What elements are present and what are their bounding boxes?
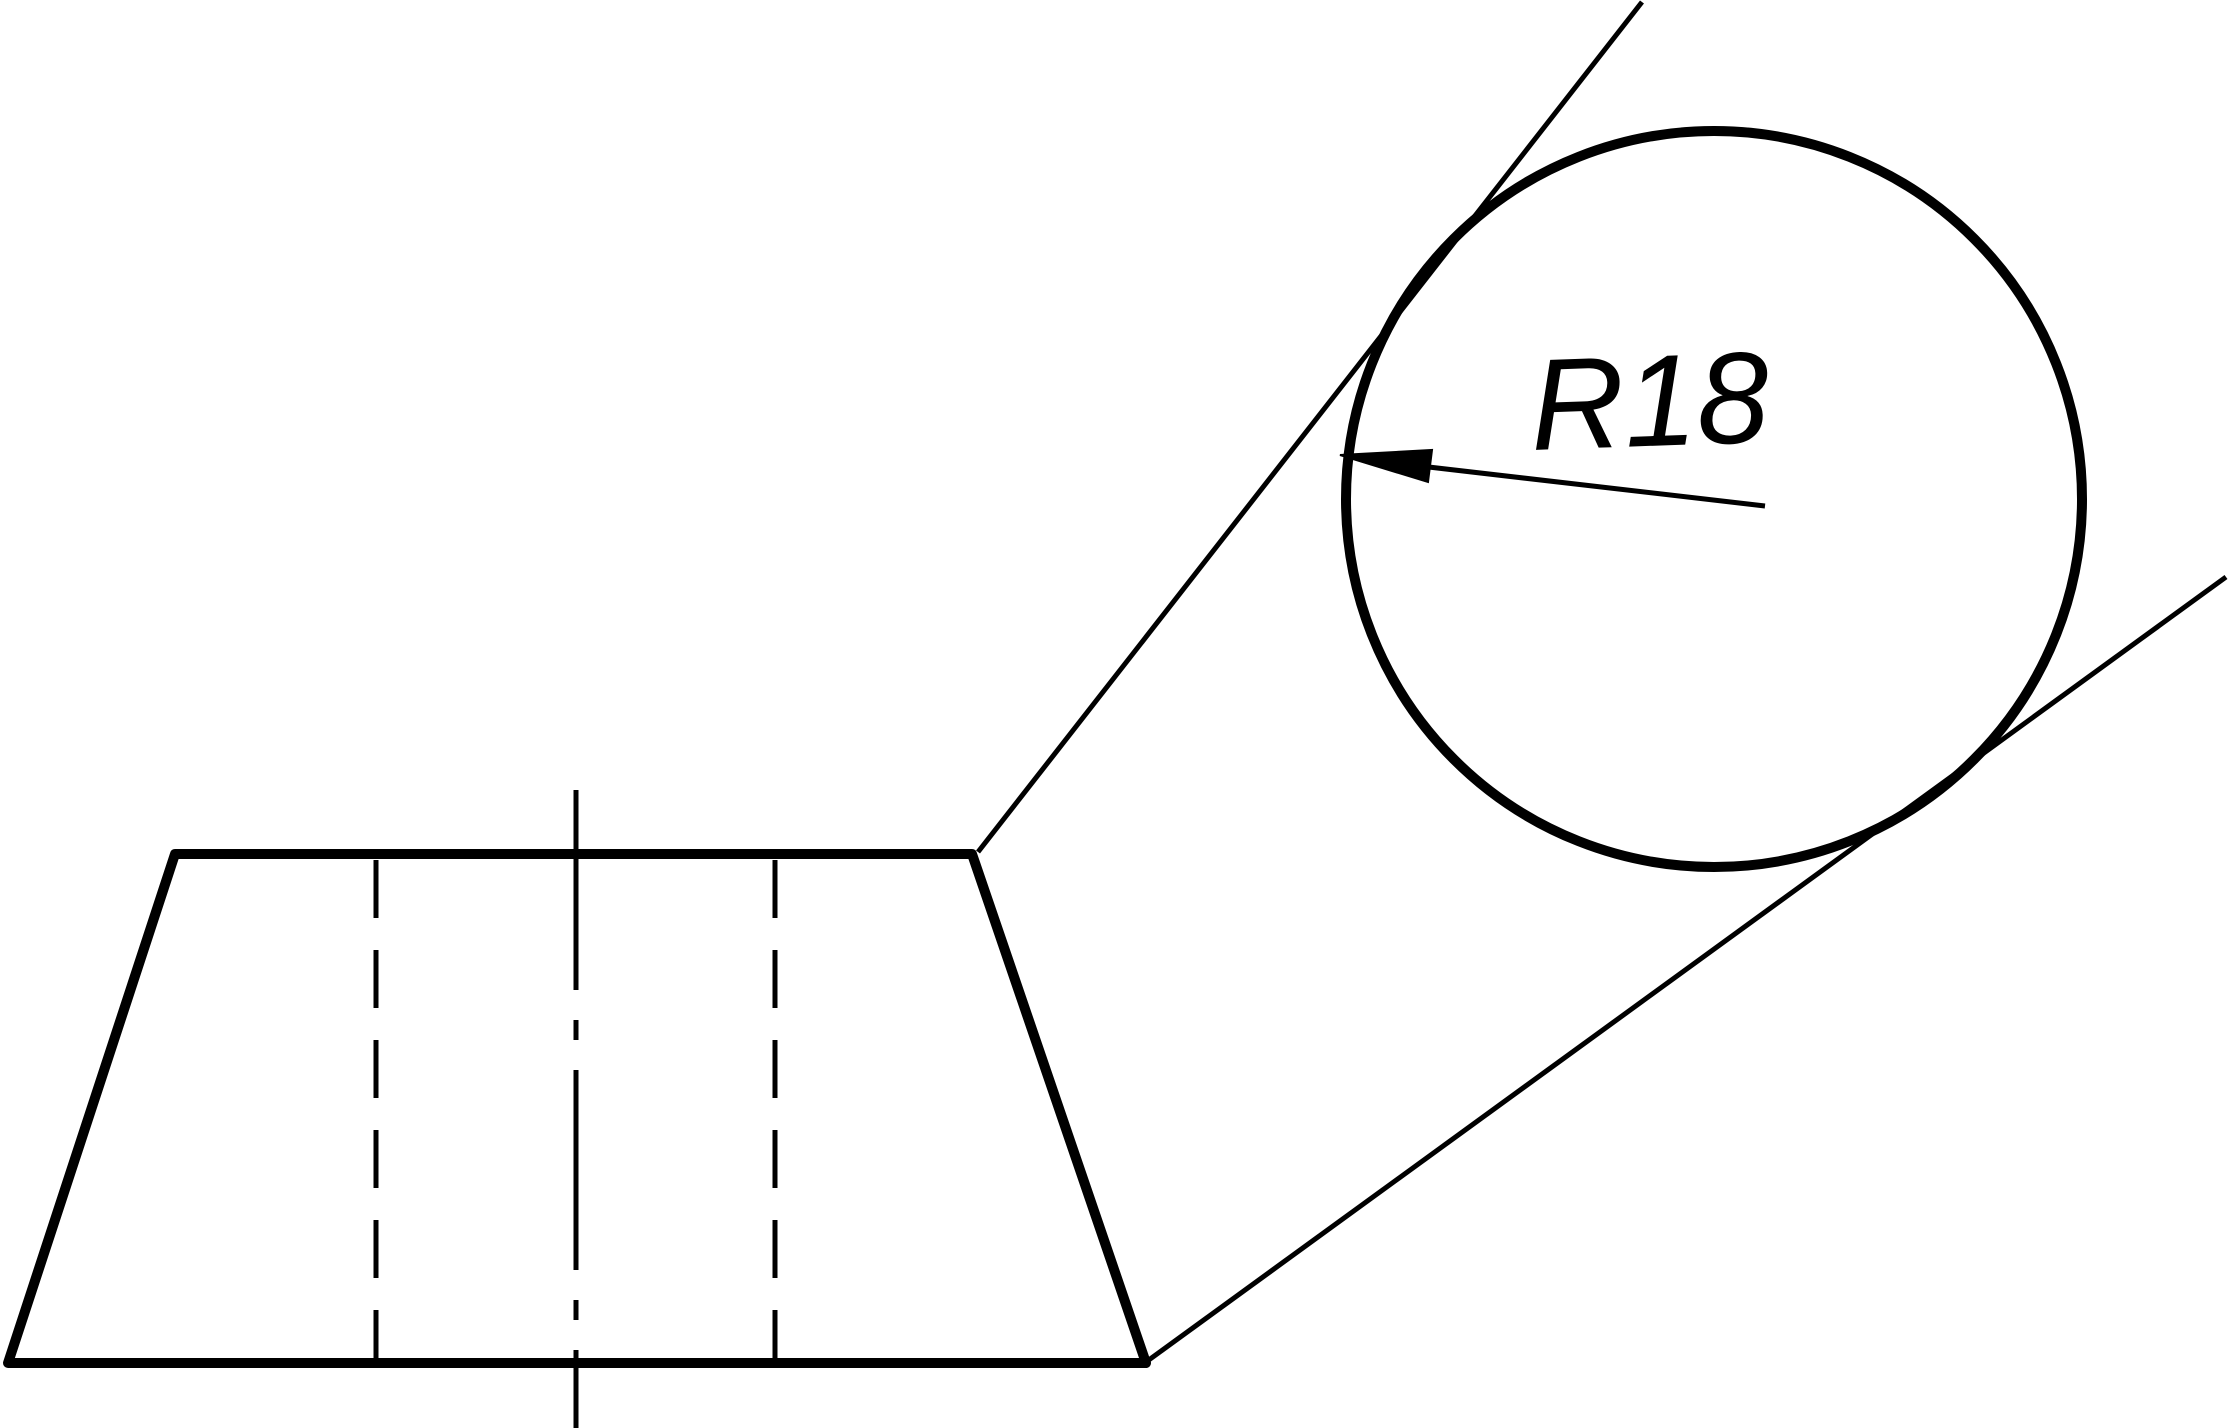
- sphere-outline: [1341, 126, 2087, 872]
- radius-label: R18: [1528, 324, 1771, 478]
- tangent-line-lower: [1144, 574, 2228, 1365]
- radius-dimension-line: [1419, 463, 1766, 509]
- radius-arrowhead: [1339, 448, 1434, 484]
- tangent-line-upper: [976, 0, 1644, 854]
- trapezoid-outline: [3, 849, 1151, 1368]
